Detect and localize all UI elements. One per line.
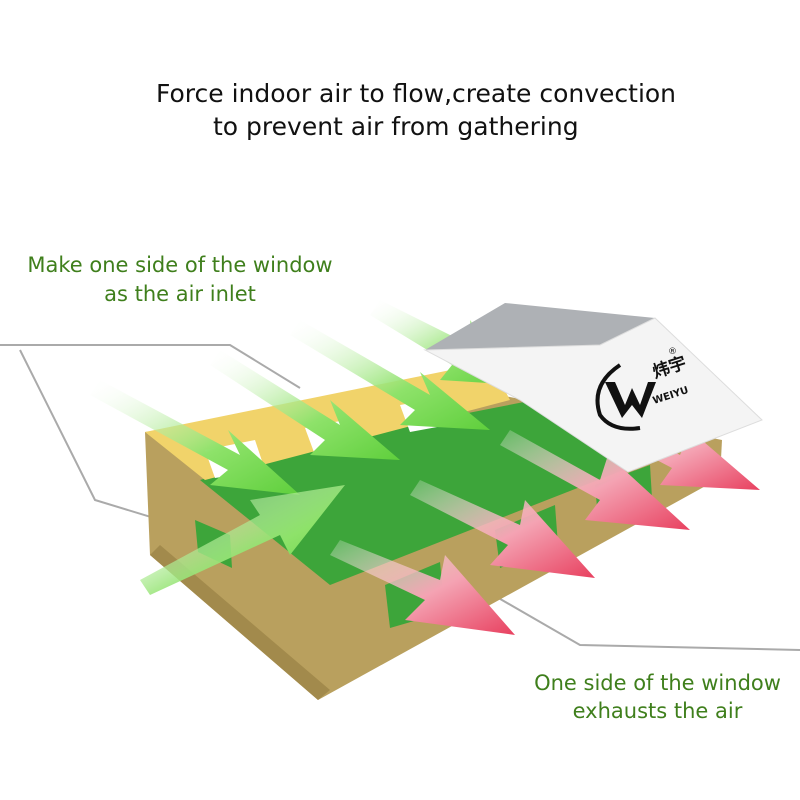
inlet-label-line-2: as the air inlet: [104, 282, 256, 306]
exhaust-arrow: [330, 540, 515, 635]
title-line-2: to prevent air from gathering: [213, 112, 579, 141]
svg-text:®: ®: [668, 347, 677, 357]
inlet-label-line-1: Make one side of the window: [27, 253, 333, 277]
exhaust-arrow: [410, 480, 595, 578]
inlet-arrow: [140, 485, 345, 595]
title-line-1: Force indoor air to flow,create convecti…: [156, 79, 677, 108]
window-frame-shade: [150, 545, 330, 700]
window-sash-face: [423, 317, 763, 473]
window-sash: [425, 303, 655, 350]
inlet-leader-line: [0, 344, 301, 389]
inlet-arrow: [90, 380, 300, 495]
exhaust-label-line-2: exhausts the air: [572, 699, 743, 723]
inlet-arrow: [210, 350, 400, 460]
inlet-arrow: [290, 320, 490, 430]
exhaust-arrow: [500, 430, 690, 530]
exhaust-label-line-1: One side of the window: [534, 671, 781, 695]
